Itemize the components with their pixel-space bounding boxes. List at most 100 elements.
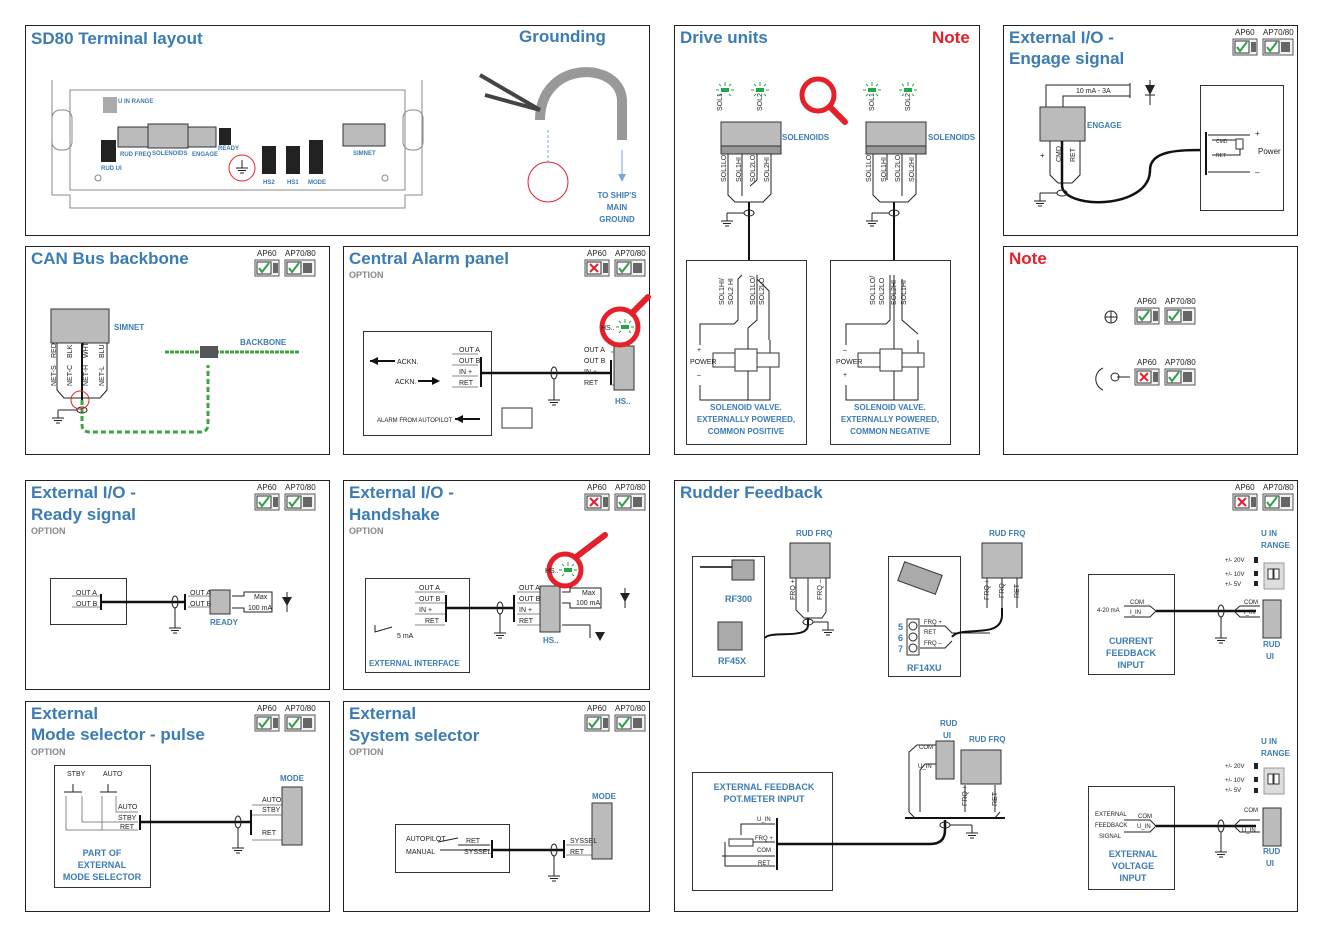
hs-led-label: HS.. bbox=[545, 568, 559, 575]
option-label: OPTION bbox=[349, 747, 384, 757]
svg-text:OUT A: OUT A bbox=[76, 590, 97, 597]
engage-pin-ret: RET bbox=[1070, 147, 1077, 162]
svg-text:IN +: IN + bbox=[459, 369, 472, 376]
svg-text:AUTO: AUTO bbox=[118, 804, 138, 811]
svg-text:OUT A: OUT A bbox=[419, 585, 440, 592]
svg-text:OUT B: OUT B bbox=[419, 596, 441, 603]
svg-text:RF45X: RF45X bbox=[718, 656, 746, 666]
svg-text:FRQ +: FRQ + bbox=[962, 785, 969, 806]
svg-text:SOL2HI: SOL2HI bbox=[909, 157, 916, 182]
note-icon-fan bbox=[1104, 310, 1118, 324]
plus-label: + bbox=[1040, 151, 1045, 160]
svg-text:OUT A: OUT A bbox=[519, 585, 540, 592]
svg-text:AUTO: AUTO bbox=[103, 771, 123, 778]
note-title: Note bbox=[1009, 249, 1047, 268]
svg-text:SOL2LO: SOL2LO bbox=[759, 277, 766, 305]
svg-text:MANUAL: MANUAL bbox=[406, 849, 435, 856]
svg-text:U_IN: U_IN bbox=[918, 764, 932, 770]
svg-text:100 mA: 100 mA bbox=[576, 600, 600, 607]
svg-text:5: 5 bbox=[898, 622, 903, 632]
svg-text:RET: RET bbox=[570, 849, 585, 856]
svg-text:OUT B: OUT B bbox=[190, 601, 212, 608]
svg-text:FEEDBACK: FEEDBACK bbox=[1095, 823, 1127, 829]
svg-text:–: – bbox=[697, 372, 701, 379]
svg-text:IN +: IN + bbox=[419, 607, 432, 614]
label-rud-ui: RUD UI bbox=[101, 166, 122, 172]
svg-text:POWER: POWER bbox=[836, 359, 862, 366]
compatible-check-icon bbox=[254, 493, 280, 511]
option-label: OPTION bbox=[31, 747, 66, 757]
compatible-check-icon bbox=[584, 714, 610, 732]
svg-text:IN +: IN + bbox=[519, 607, 532, 614]
backbone-label: BACKBONE bbox=[240, 338, 287, 347]
svg-text:RUD: RUD bbox=[1263, 847, 1281, 856]
ap60-label: AP60 bbox=[1137, 358, 1157, 367]
svg-text:FRQ +: FRQ + bbox=[755, 836, 773, 842]
drive-title: Drive units bbox=[680, 28, 768, 47]
compatible-check-icon bbox=[284, 714, 316, 732]
svg-text:SOL1LO: SOL1LO bbox=[721, 154, 728, 182]
svg-text:+/- 10V: +/- 10V bbox=[1225, 778, 1245, 784]
alarm-from-autopilot-label: ALARM FROM AUTOPILOT bbox=[377, 418, 453, 424]
svg-text:UI: UI bbox=[1266, 859, 1274, 868]
label-mode: MODE bbox=[308, 180, 326, 186]
svg-text:RET: RET bbox=[459, 380, 474, 387]
svg-text:COM: COM bbox=[1244, 808, 1258, 814]
led-label: SOL2 bbox=[905, 93, 912, 111]
svg-text:WHT: WHT bbox=[83, 341, 90, 358]
svg-text:RET: RET bbox=[262, 830, 277, 837]
ap60-label: AP60 bbox=[587, 704, 607, 713]
ap7080-label: AP70/80 bbox=[1165, 297, 1196, 306]
svg-text:BLK: BLK bbox=[67, 344, 74, 358]
ap60-label: AP60 bbox=[1137, 297, 1157, 306]
compatible-check-icon bbox=[614, 259, 646, 277]
svg-text:6: 6 bbox=[898, 633, 903, 643]
ap7080-label: AP70/80 bbox=[285, 704, 316, 713]
svg-text:OUT A: OUT A bbox=[584, 347, 605, 354]
can-connector-label: SIMNET bbox=[114, 323, 144, 332]
engage-diagram bbox=[1033, 80, 1284, 211]
rudder-title: Rudder Feedback bbox=[680, 483, 823, 502]
panel-note bbox=[1003, 246, 1298, 455]
ready-title: External I/O -Ready signal bbox=[31, 483, 136, 524]
engage-current-label: 10 mA - 3A bbox=[1076, 88, 1111, 95]
svg-text:COM: COM bbox=[1244, 600, 1258, 606]
svg-text:IN +: IN + bbox=[584, 369, 597, 376]
ap7080-label: AP70/80 bbox=[615, 704, 646, 713]
svg-text:+/- 5V: +/- 5V bbox=[1225, 582, 1241, 588]
option-label: OPTION bbox=[349, 270, 384, 280]
engage-title: External I/O -Engage signal bbox=[1009, 28, 1124, 68]
compatible-check-icon bbox=[254, 259, 280, 277]
ready-connector-label: READY bbox=[210, 618, 239, 627]
svg-text:STBY: STBY bbox=[262, 807, 281, 814]
svg-text:OUT A: OUT A bbox=[190, 590, 211, 597]
svg-text:+: + bbox=[843, 372, 847, 379]
svg-text:NET-H: NET-H bbox=[83, 365, 90, 386]
compatible-check-icon bbox=[614, 493, 646, 511]
drive-right-diagram bbox=[830, 81, 951, 445]
svg-text:OUT B: OUT B bbox=[76, 601, 98, 608]
svg-text:+/- 20V: +/- 20V bbox=[1225, 764, 1245, 770]
svg-text:4-20 mA: 4-20 mA bbox=[1097, 608, 1120, 614]
svg-text:RET: RET bbox=[924, 630, 936, 636]
svg-text:POWER: POWER bbox=[690, 359, 716, 366]
relay-ret: RET bbox=[1216, 153, 1226, 159]
svg-text:RUD FRQ: RUD FRQ bbox=[796, 529, 832, 538]
incompatible-cross-icon bbox=[1134, 368, 1160, 386]
ap60-label: AP60 bbox=[1235, 28, 1255, 37]
svg-text:UI: UI bbox=[943, 731, 951, 740]
svg-text:RED: RED bbox=[51, 343, 58, 358]
power-label: Power bbox=[1258, 147, 1281, 156]
svg-text:RET: RET bbox=[120, 824, 135, 831]
svg-text:NET-C: NET-C bbox=[67, 365, 74, 386]
ap7080-label: AP70/80 bbox=[285, 483, 316, 492]
